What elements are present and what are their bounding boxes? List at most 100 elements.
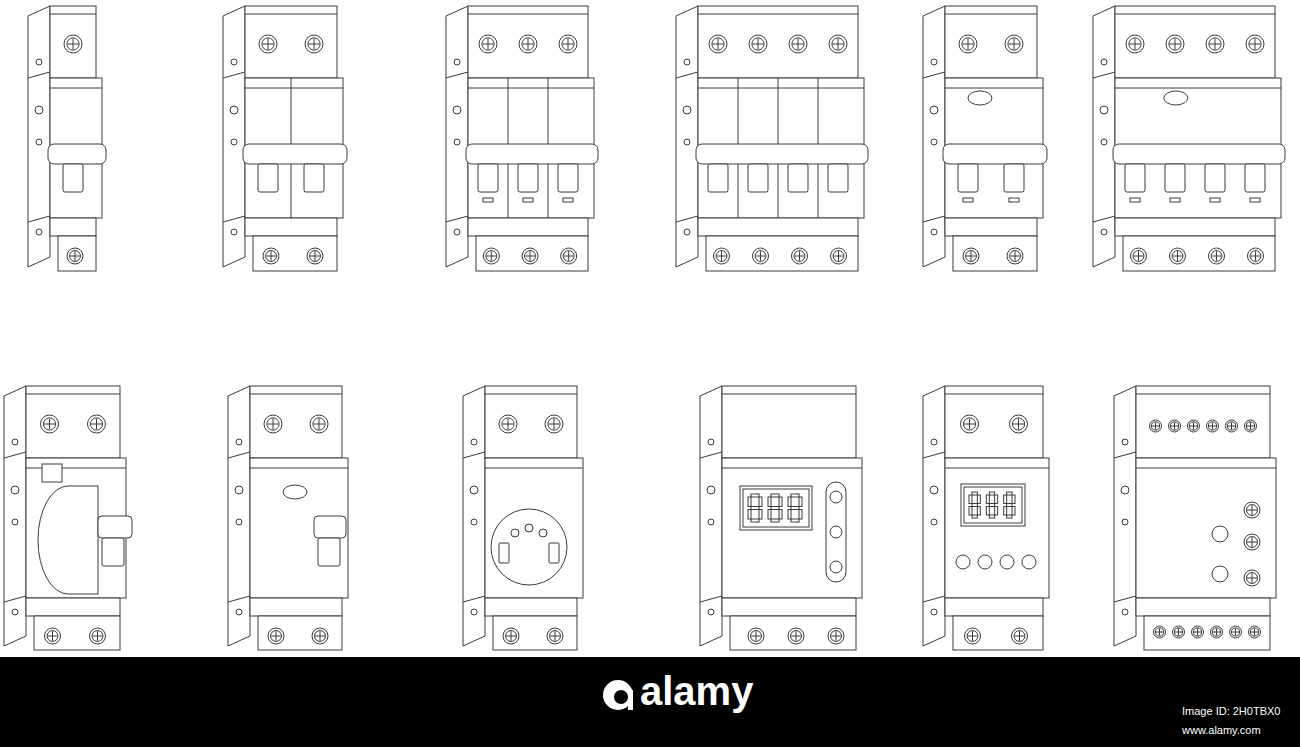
terminal-screw (1133, 251, 1144, 262)
terminal-screw (1172, 251, 1183, 262)
device-line (223, 216, 245, 222)
terminal-screw (1249, 38, 1261, 50)
terminal-screw (832, 38, 844, 50)
side-hole (931, 439, 937, 445)
device-line (1212, 422, 1213, 429)
terminal-screw (43, 418, 55, 430)
display-segment (748, 497, 751, 507)
toggle-lever (318, 538, 340, 566)
control-button (830, 526, 842, 538)
din-device (676, 6, 868, 271)
socket-hole (511, 529, 519, 537)
device-line (1174, 422, 1175, 429)
display-segment (779, 497, 782, 507)
device-line (923, 596, 945, 602)
side-hole (1101, 59, 1107, 65)
terminal-screw (308, 38, 320, 50)
terminal-screw (965, 628, 981, 644)
device-line (245, 14, 337, 15)
side-hole (231, 139, 237, 145)
watermark-text: www.alamy.com (1182, 724, 1261, 736)
device-line (798, 39, 799, 50)
terminal-screw (1192, 626, 1204, 638)
side-hole (35, 106, 43, 114)
terminal-screw (502, 418, 514, 430)
terminal-screw (525, 251, 536, 262)
device-line (1115, 14, 1275, 15)
side-hole (230, 106, 238, 114)
position-mark (963, 198, 973, 202)
bottom-cap (722, 598, 856, 616)
display-segment (1007, 515, 1012, 518)
indicator-window (1164, 91, 1188, 105)
watermark-bar (0, 657, 1300, 747)
control-button (830, 491, 842, 503)
bottom-terminal (493, 616, 577, 650)
device-line (838, 39, 839, 50)
side-hole (684, 59, 690, 65)
device-line (488, 39, 489, 50)
position-mark (523, 198, 533, 202)
terminal-screw (753, 248, 769, 264)
side-hole (1122, 519, 1128, 525)
terminal-screw (789, 35, 807, 53)
terminal-screw (714, 248, 730, 264)
terminal-screw (1008, 38, 1020, 50)
terminal-screw (1246, 422, 1254, 430)
earth-clip (549, 543, 559, 563)
terminal-screw (1126, 35, 1144, 53)
device-side (4, 386, 26, 646)
device-line (1093, 216, 1115, 222)
display-segment (771, 494, 779, 497)
terminal-screw (1211, 626, 1223, 638)
device-line (718, 39, 719, 50)
toggle-lever (63, 164, 83, 192)
device-line (1159, 628, 1160, 635)
device-line (4, 596, 26, 602)
display-segment (751, 519, 759, 522)
terminal-screw (963, 418, 975, 430)
device-line (1019, 631, 1020, 641)
device-line (1235, 628, 1236, 635)
front-panel (945, 458, 1049, 598)
terminal-screw (1169, 38, 1181, 50)
device-line (700, 596, 722, 602)
control-button (830, 561, 842, 573)
device-line (1155, 422, 1156, 429)
front-panel (250, 458, 348, 598)
device-side (446, 6, 468, 267)
toggle-lever (1004, 164, 1024, 192)
terminal-screw (307, 248, 323, 264)
terminal-screw (1129, 38, 1141, 50)
indicator-window (968, 91, 992, 105)
side-hole (931, 59, 937, 65)
display-segment (751, 507, 759, 510)
display-segment (989, 492, 994, 495)
side-hole (931, 139, 937, 145)
top-cap (50, 6, 96, 78)
device-line (485, 468, 583, 469)
devices (4, 6, 1285, 650)
terminal-screw (312, 628, 328, 644)
terminal-screw (271, 631, 282, 642)
top-cap (250, 386, 342, 458)
device-line (250, 394, 342, 395)
device-line (528, 39, 529, 50)
device-line (799, 251, 800, 261)
top-cap (698, 6, 858, 78)
din-device (923, 386, 1049, 650)
top-cap (485, 386, 577, 458)
device-line (1231, 422, 1232, 429)
side-hole (1122, 609, 1128, 615)
terminal-screw (1211, 251, 1222, 262)
device-line (1175, 39, 1176, 50)
logo-icon (603, 680, 633, 710)
device-line (1136, 394, 1270, 395)
terminal-screw (1246, 35, 1264, 53)
display-segment (989, 504, 994, 507)
terminal-screw (1193, 628, 1201, 636)
side-hole (12, 519, 18, 525)
indicator-lamp (1212, 526, 1228, 542)
device-line (698, 14, 858, 15)
